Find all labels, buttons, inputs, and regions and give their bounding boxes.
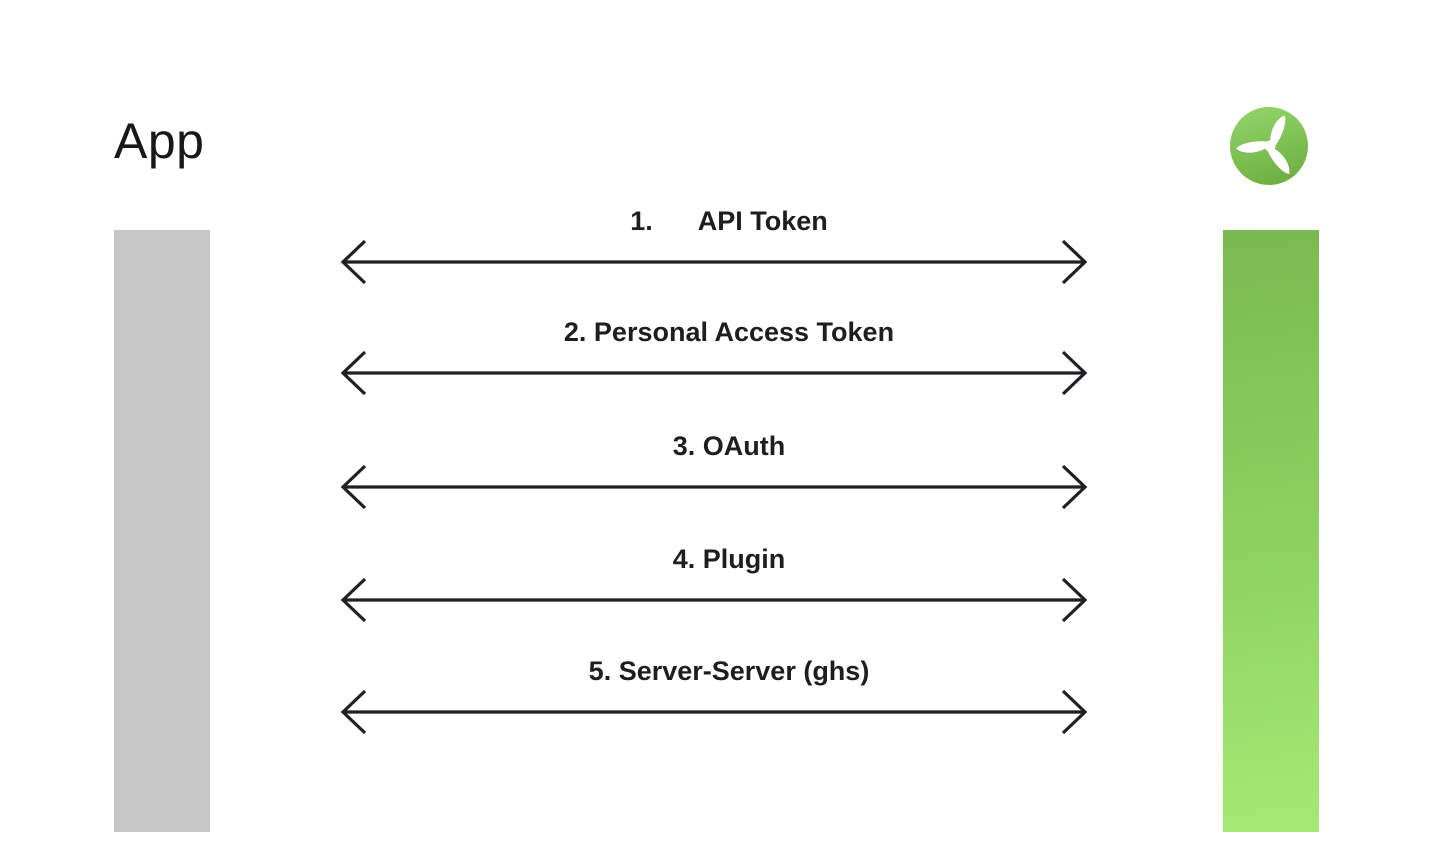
app-label: App xyxy=(114,113,205,169)
propeller-logo-icon xyxy=(1230,107,1308,185)
connection-arrow-plugin: 4. Plugin xyxy=(338,542,1090,626)
connection-label: 3. OAuth xyxy=(672,431,786,461)
connection-arrow-api-token: 1. API Token xyxy=(338,204,1090,288)
double-arrow-icon xyxy=(340,350,1088,396)
double-arrow-icon xyxy=(340,689,1088,735)
double-arrow-icon xyxy=(340,239,1088,285)
connection-arrow-personal-access-token: 2. Personal Access Token xyxy=(338,315,1090,399)
double-arrow-icon xyxy=(340,464,1088,510)
connection-arrow-server-server: 5. Server-Server (ghs) xyxy=(338,654,1090,738)
connection-label: 2. Personal Access Token xyxy=(563,317,895,347)
app-lane-bar xyxy=(114,230,210,832)
service-lane-bar xyxy=(1223,230,1319,832)
double-arrow-icon xyxy=(340,577,1088,623)
connection-label: 4. Plugin xyxy=(672,544,786,574)
connection-label: 1. API Token xyxy=(630,206,828,236)
connection-arrow-oauth: 3. OAuth xyxy=(338,429,1090,513)
connection-label: 5. Server-Server (ghs) xyxy=(588,656,870,686)
